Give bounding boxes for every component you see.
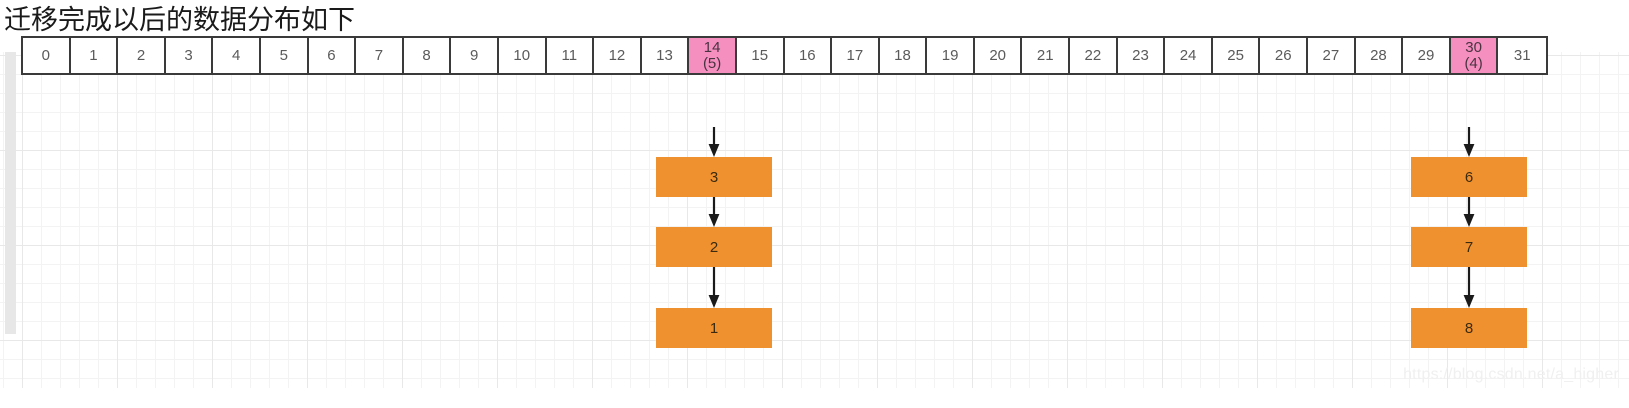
bucket-cell-26: 26 — [1260, 38, 1309, 73]
chain-node-label: 6 — [1464, 168, 1474, 186]
bucket-cell-index: 14 — [703, 38, 721, 56]
bucket-cell-index: 0 — [41, 46, 50, 64]
chain-node-2: 2 — [656, 227, 772, 267]
bucket-cell-18: 18 — [879, 38, 928, 73]
bucket-cell-index: 1 — [89, 46, 98, 64]
bucket-cell-27: 27 — [1308, 38, 1356, 73]
bucket-cell-count: (5) — [702, 54, 722, 72]
chain-node-label: 2 — [709, 238, 719, 256]
bucket-cell-30: 30(4) — [1450, 38, 1499, 73]
arrow-down-icon — [706, 127, 722, 157]
bucket-cell-index: 24 — [1179, 46, 1197, 64]
bucket-cell-index: 4 — [232, 46, 241, 64]
bucket-cell-index: 6 — [327, 46, 336, 64]
chain-node-3: 3 — [656, 157, 772, 197]
bucket-cell-index: 28 — [1370, 46, 1387, 64]
left-gutter-bar — [5, 52, 16, 334]
bucket-cell-index: 3 — [184, 46, 193, 64]
bucket-cell-17: 17 — [832, 38, 880, 73]
bucket-cell-index: 2 — [136, 46, 146, 64]
bucket-cell-2: 2 — [118, 38, 166, 73]
bucket-cell-index: 8 — [422, 46, 431, 64]
bucket-cell-index: 30 — [1465, 38, 1482, 56]
bucket-cell-index: 20 — [989, 46, 1007, 64]
bucket-cell-0: 0 — [23, 38, 71, 73]
bucket-cell-8: 8 — [403, 38, 452, 73]
bucket-cell-index: 23 — [1132, 46, 1149, 64]
chain-node-6: 6 — [1411, 157, 1527, 197]
bucket-cell-index: 25 — [1227, 46, 1244, 64]
chain-node-1: 1 — [656, 308, 772, 348]
chain-node-7: 7 — [1411, 227, 1527, 267]
bucket-cell-28: 28 — [1355, 38, 1404, 73]
bucket-cell-14: 14(5) — [689, 38, 737, 73]
arrow-down-icon — [706, 267, 722, 308]
bucket-cell-24: 24 — [1165, 38, 1213, 73]
bucket-cell-index: 16 — [798, 46, 816, 64]
chain-node-label: 7 — [1464, 238, 1474, 256]
bucket-cell-4: 4 — [213, 38, 261, 73]
bucket-cell-23: 23 — [1117, 38, 1166, 73]
bucket-cell-29: 29 — [1403, 38, 1451, 73]
page-title: 迁移完成以后的数据分布如下 — [4, 5, 355, 36]
bucket-cell-5: 5 — [260, 38, 309, 73]
bucket-cell-index: 29 — [1417, 46, 1435, 64]
arrow-down-icon — [1461, 127, 1477, 157]
bucket-cell-index: 17 — [846, 46, 864, 64]
watermark-text: https://blog.csdn.net/a_higher — [1403, 366, 1619, 383]
bucket-cell-15: 15 — [736, 38, 785, 73]
bucket-cell-index: 11 — [561, 46, 578, 64]
chain-node-8: 8 — [1411, 308, 1527, 348]
bucket-cell-6: 6 — [308, 38, 357, 73]
bucket-cell-3: 3 — [165, 38, 214, 73]
arrow-down-icon — [706, 197, 722, 227]
bucket-cell-10: 10 — [498, 38, 547, 73]
bucket-cell-count: (4) — [1464, 54, 1483, 72]
bucket-cell-index: 7 — [374, 46, 384, 64]
bucket-cell-9: 9 — [451, 38, 499, 73]
bucket-cell-7: 7 — [356, 38, 404, 73]
bucket-cell-index: 21 — [1036, 46, 1054, 64]
chain-node-label: 1 — [709, 319, 719, 337]
bucket-cell-index: 22 — [1084, 46, 1102, 64]
bucket-cell-index: 10 — [513, 46, 531, 64]
bucket-cell-index: 26 — [1274, 46, 1292, 64]
bucket-cell-index: 5 — [279, 46, 288, 64]
bucket-cell-index: 15 — [751, 46, 769, 64]
bucket-cell-index: 13 — [656, 46, 673, 64]
bucket-cell-21: 21 — [1022, 38, 1071, 73]
bucket-cell-11: 11 — [546, 38, 595, 73]
bucket-cell-index: 19 — [941, 46, 959, 64]
bucket-cell-13: 13 — [641, 38, 690, 73]
bucket-cell-index: 27 — [1322, 46, 1340, 64]
arrow-down-icon — [1461, 197, 1477, 227]
bucket-cell-16: 16 — [784, 38, 833, 73]
bucket-cell-1: 1 — [70, 38, 119, 73]
arrow-down-icon — [1461, 267, 1477, 308]
bucket-cell-index: 9 — [469, 46, 479, 64]
chain-node-label: 3 — [709, 168, 719, 186]
bucket-cell-25: 25 — [1212, 38, 1261, 73]
bucket-cell-22: 22 — [1070, 38, 1118, 73]
bucket-cell-index: 31 — [1513, 46, 1531, 64]
bucket-cell-20: 20 — [974, 38, 1023, 73]
bucket-cell-31: 31 — [1498, 38, 1546, 73]
diagram-canvas — [0, 52, 1629, 388]
chain-node-label: 8 — [1464, 319, 1474, 337]
bucket-cell-19: 19 — [927, 38, 975, 73]
bucket-cell-12: 12 — [594, 38, 642, 73]
bucket-cell-index: 18 — [894, 46, 911, 64]
bucket-cell-index: 12 — [608, 46, 626, 64]
